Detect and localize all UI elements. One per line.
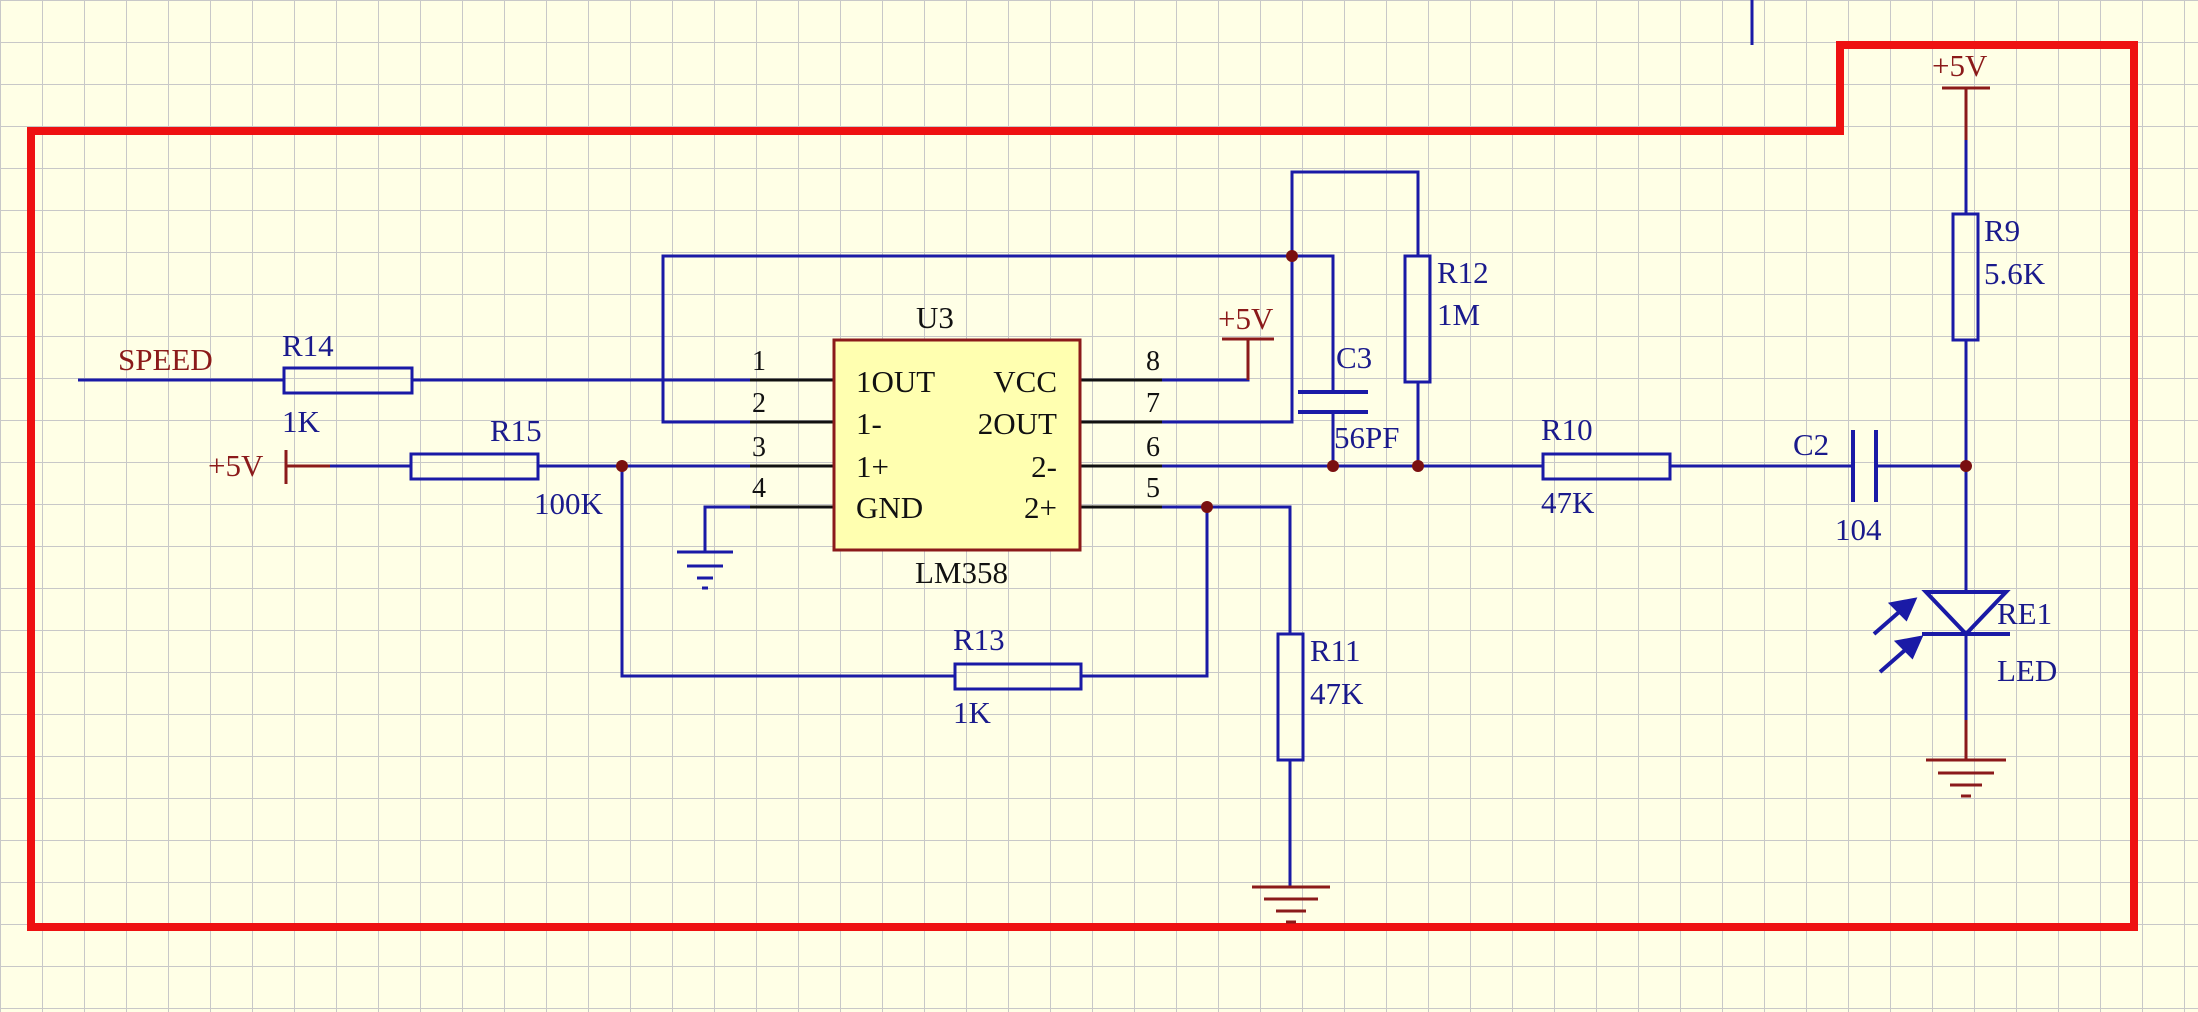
junction-dot: [1201, 501, 1213, 513]
power-port-icon: [284, 450, 330, 484]
r15-ref: R15: [490, 413, 542, 448]
r9-ref: R9: [1984, 213, 2020, 248]
u3-pin-stubs: [750, 378, 1162, 509]
power-port-r15[interactable]: +5V: [208, 448, 330, 484]
resistor-icon: [1951, 212, 1980, 342]
r13-value: 1K: [953, 695, 992, 730]
resistor-icon: [1541, 452, 1672, 481]
resistor-icon: [409, 452, 540, 481]
resistor-r11[interactable]: R11 47K: [1276, 632, 1364, 762]
u3-pin4-num: 4: [752, 473, 766, 504]
power-port-icon: [1942, 86, 1990, 140]
ground-symbol-icon: [1252, 885, 1330, 924]
u3-pin4-name: GND: [856, 490, 923, 525]
junction-dot: [616, 460, 628, 472]
resistor-icon: [282, 366, 414, 395]
resistor-r15[interactable]: R15 100K: [409, 413, 604, 521]
u3-pin7-name: 2OUT: [978, 406, 1057, 441]
resistor-icon: [953, 662, 1083, 691]
ground-symbol-icon: [677, 550, 733, 590]
board-outline[interactable]: [27, 41, 2138, 931]
u3-pin2-name: 1-: [856, 406, 882, 441]
r10-value: 47K: [1541, 485, 1595, 520]
resistor-r9[interactable]: R9 5.6K: [1951, 212, 2046, 342]
u3-pin6-name: 2-: [1031, 449, 1057, 484]
ground-u3[interactable]: [677, 550, 733, 590]
speed-net-label[interactable]: SPEED: [118, 342, 213, 377]
wire-r13-left[interactable]: [620, 466, 955, 678]
vcc-r15-label: +5V: [208, 448, 264, 483]
ground-led[interactable]: [1926, 720, 2006, 798]
led-re1[interactable]: RE1 LED: [1872, 590, 2057, 688]
junction-dot: [1412, 460, 1424, 472]
r12-ref: R12: [1437, 255, 1489, 290]
c3-value: 56PF: [1334, 420, 1399, 455]
vcc-r9-label: +5V: [1932, 48, 1988, 83]
r11-value: 47K: [1310, 676, 1364, 711]
vcc-u3-label: +5V: [1218, 301, 1274, 336]
led-arrow-icon: [1872, 597, 1924, 674]
wire-r13-right[interactable]: [1081, 507, 1209, 678]
junction-dot: [1960, 460, 1972, 472]
resistor-r14[interactable]: R14 1K: [282, 328, 414, 439]
r14-value: 1K: [282, 404, 321, 439]
u3-pin1-name: 1OUT: [856, 364, 935, 399]
wire-pin2-feedback[interactable]: [661, 254, 1292, 424]
u3-pin6-num: 6: [1146, 432, 1160, 463]
capacitor-icon: [1851, 430, 1878, 502]
r11-ref: R11: [1310, 633, 1361, 668]
u3-pin3-num: 3: [752, 432, 766, 463]
resistor-r12[interactable]: R12 1M: [1403, 254, 1489, 384]
power-port-r9[interactable]: +5V: [1932, 48, 1990, 140]
junctions: [616, 250, 1972, 513]
ground-r11[interactable]: [1252, 885, 1330, 924]
u3-pin8-name: VCC: [993, 364, 1057, 399]
capacitor-c3[interactable]: C3 56PF: [1298, 340, 1399, 455]
u3-pin3-name: 1+: [856, 449, 889, 484]
re1-ref: RE1: [1997, 596, 2052, 631]
r13-ref: R13: [953, 622, 1005, 657]
c2-value: 104: [1835, 512, 1882, 547]
u3-designator: U3: [916, 300, 954, 335]
resistor-icon: [1403, 254, 1432, 384]
resistor-r13[interactable]: R13 1K: [953, 622, 1083, 730]
junction-dot: [1327, 460, 1339, 472]
power-port-u3[interactable]: +5V: [1218, 301, 1274, 380]
u3-pin5-name: 2+: [1024, 490, 1057, 525]
power-port-icon: [1222, 337, 1274, 380]
capacitor-c2[interactable]: C2 104: [1793, 427, 1882, 547]
u3-pin1-num: 1: [752, 346, 766, 377]
u3-pin2-num: 2: [752, 388, 766, 419]
resistor-r10[interactable]: R10 47K: [1541, 412, 1672, 520]
r12-value: 1M: [1437, 297, 1480, 332]
r9-value: 5.6K: [1984, 256, 2046, 291]
wire-pin7[interactable]: [1080, 170, 1420, 424]
capacitor-icon: [1298, 390, 1368, 414]
re1-value: LED: [1997, 653, 2057, 688]
ground-symbol-icon: [1926, 758, 2006, 798]
junction-dot: [1286, 250, 1298, 262]
r14-ref: R14: [282, 328, 334, 363]
resistor-icon: [1276, 632, 1305, 762]
u3-pin8-num: 8: [1146, 346, 1160, 377]
wire-c3-top[interactable]: [1292, 254, 1335, 390]
u3-part: LM358: [915, 555, 1008, 590]
u3-chip[interactable]: U3 LM358 1 2 3 4 8 7 6 5 1OUT 1- 1+ GND …: [752, 300, 1160, 590]
c2-ref: C2: [1793, 427, 1829, 462]
c3-ref: C3: [1336, 340, 1372, 375]
r10-ref: R10: [1541, 412, 1593, 447]
u3-pin5-num: 5: [1146, 473, 1160, 504]
u3-body[interactable]: [832, 338, 1082, 552]
u3-pin7-num: 7: [1146, 388, 1160, 419]
led-diode-icon: [1921, 590, 2011, 637]
r15-value: 100K: [534, 486, 604, 521]
